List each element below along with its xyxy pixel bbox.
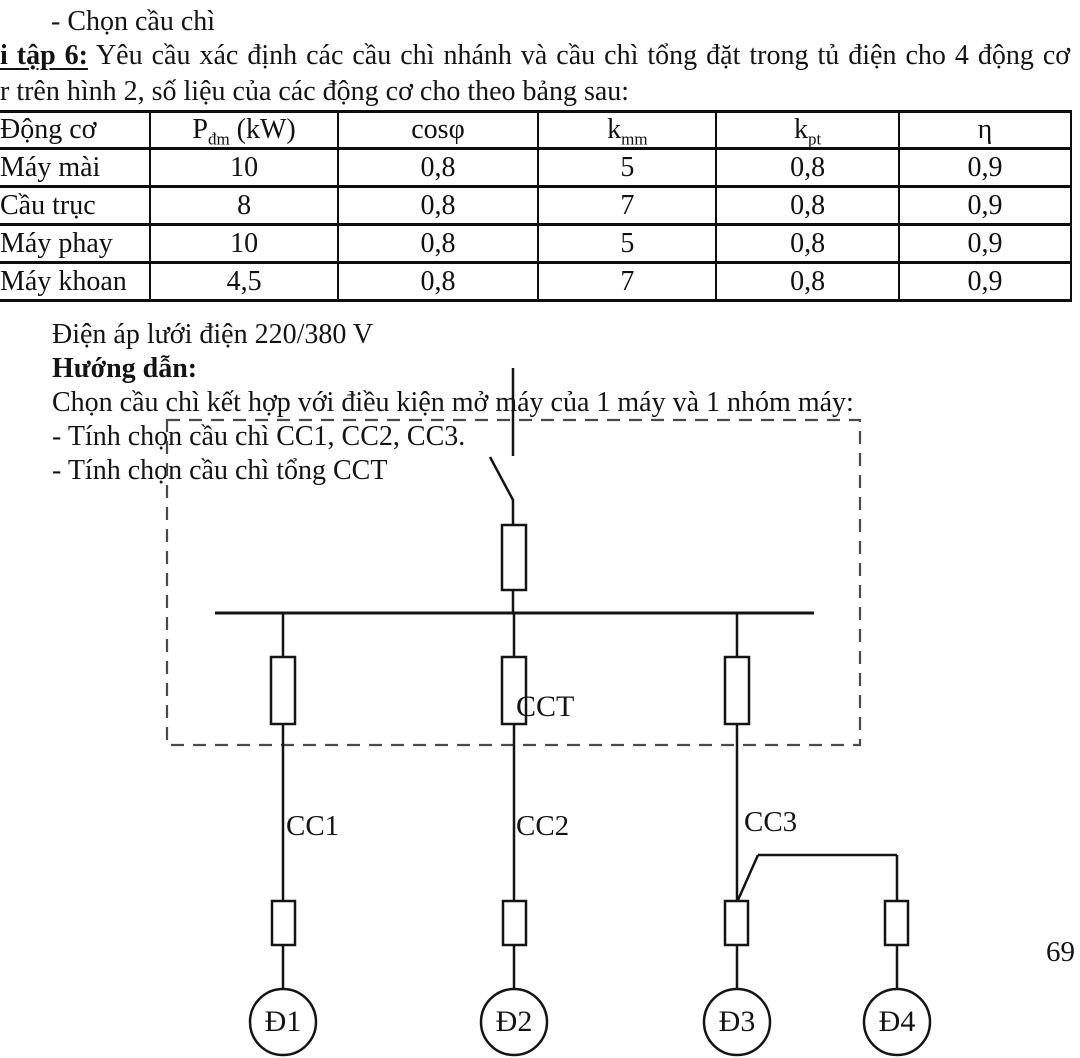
cell-value: 0,8 [715,261,900,302]
motor-data-table: Động cơ Pđm (kW) cosφ kmm kpt η Máy mài … [0,110,1072,302]
header-pdm: Pđm (kW) [149,110,339,150]
motor-label-d4: Đ4 [878,1005,916,1038]
cell-value: 8 [149,185,339,226]
label-cc1: CC1 [286,810,340,842]
cell-value: 10 [149,223,339,264]
header-pdm-sub: đm [207,129,230,149]
cell-value: 5 [537,147,718,188]
cell-value: 0,8 [336,147,540,188]
cell-value: 7 [537,185,718,226]
label-cct: CCT [516,690,575,723]
header-kpt: kpt [715,110,900,150]
motor-label-d3: Đ3 [718,1005,756,1038]
label-cc2: CC2 [516,810,570,842]
page-number: 69 [1046,936,1075,968]
motor-label-d1: Đ1 [264,1005,302,1038]
cell-value: 5 [537,223,718,264]
fuse-cc3a-icon [723,899,750,947]
fuse-branch1-icon [269,655,297,726]
fuse-cc1-icon [270,899,297,947]
exercise-heading-line2: r trên hình 2, số liệu của các động cơ c… [0,76,630,107]
bullet-chon-cau-chi: - Chọn cầu chì [51,6,216,37]
cell-value: 0,9 [898,185,1072,226]
header-eta: η [898,110,1072,150]
table-row-cau-truc: Cầu trục 8 0,8 7 0,8 0,9 [0,185,1072,226]
header-kmm-sub: mm [621,129,648,149]
header-cosphi: cosφ [336,110,540,150]
header-dong-co: Động cơ [0,110,152,150]
cell-value: 4,5 [149,261,339,302]
fuse-cc3b-icon [883,899,910,947]
body-text-block: Điện áp lưới điện 220/380 V Hướng dẫn: C… [52,318,854,488]
cell-value: 0,8 [336,261,540,302]
header-pdm-unit: (kW) [229,114,296,146]
cell-name: Máy khoan [0,261,152,302]
table-row-may-mai: Máy mài 10 0,8 5 0,8 0,9 [0,147,1072,188]
exercise-number: i tập 6: [0,40,88,71]
header-kmm-base: k [607,114,622,146]
cell-value: 0,9 [898,147,1072,188]
branch4-tap-diagonal [736,854,760,901]
header-pdm-base: P [192,114,208,146]
guide-line-1: Chọn cầu chì kết hợp với điều kiện mở má… [52,387,854,418]
cell-value: 10 [149,147,339,188]
guide-line-3: - Tính chọn cầu chì tổng CCT [52,455,388,486]
table-row-may-phay: Máy phay 10 0,8 5 0,8 0,9 [0,223,1072,264]
exercise-heading: i tập 6: Yêu cầu xác định các cầu chì nh… [0,40,1080,72]
fuse-branch3-icon [723,655,751,726]
fuse-main-icon [500,523,528,592]
cell-name: Cầu trục [0,185,152,226]
cell-value: 0,9 [898,261,1072,302]
table-row-may-khoan: Máy khoan 4,5 0,8 7 0,8 0,9 [0,261,1072,302]
voltage-line: Điện áp lưới điện 220/380 V [52,319,374,350]
cell-value: 0,8 [715,223,900,264]
guide-line-2: - Tính chọn cầu chì CC1, CC2, CC3. [52,421,466,452]
header-kpt-sub: pt [808,129,822,149]
cell-value: 0,8 [715,185,900,226]
table-header-row: Động cơ Pđm (kW) cosφ kmm kpt η [0,110,1072,150]
cut-text-artifact: ˆ [92,0,102,21]
cell-value: 0,8 [715,147,900,188]
cell-name: Máy phay [0,223,152,264]
cell-value: 7 [537,261,718,302]
header-kmm: kmm [537,110,718,150]
cell-value: 0,8 [336,185,540,226]
cell-value: 0,9 [898,223,1072,264]
label-cc3: CC3 [744,806,798,838]
cell-name: Máy mài [0,147,152,188]
fuse-cc2-icon [501,899,528,947]
cell-value: 0,8 [336,223,540,264]
motor-label-d2: Đ2 [495,1005,533,1038]
guide-heading: Hướng dẫn: [52,353,198,384]
header-kpt-base: k [794,114,809,146]
exercise-heading-text: Yêu cầu xác định các cầu chì nhánh và cầ… [88,40,1071,71]
